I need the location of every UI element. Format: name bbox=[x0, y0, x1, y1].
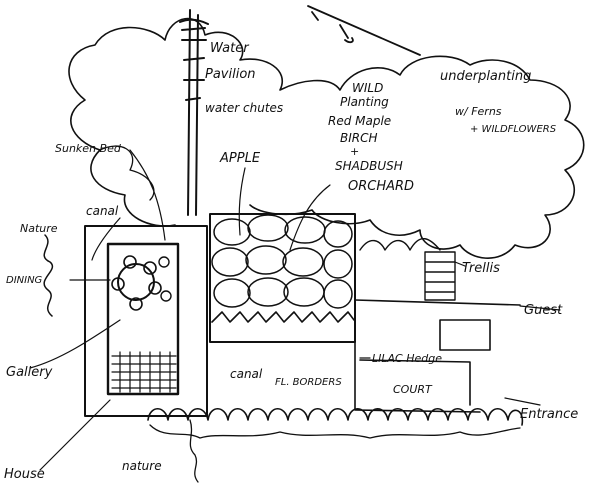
label-water-chutes: water chutes bbox=[205, 101, 283, 115]
label-guest: Guest bbox=[524, 303, 563, 318]
label-orchard: ORCHARD bbox=[348, 179, 414, 194]
dining-table bbox=[111, 255, 172, 311]
label-shadbush: SHADBUSH bbox=[335, 159, 403, 173]
label-court: COURT bbox=[393, 383, 433, 396]
label-fl-borders: FL. BORDERS bbox=[275, 377, 342, 388]
label-sunken-bed: Sunken Bed bbox=[55, 142, 122, 155]
house-outline bbox=[84, 225, 208, 417]
label-trellis: Trellis bbox=[462, 261, 500, 276]
label-house: House bbox=[4, 467, 45, 482]
label-canal-top: canal bbox=[86, 204, 119, 218]
bottom-hedge-lower bbox=[149, 424, 521, 439]
nature-squiggle-left bbox=[43, 234, 54, 317]
orchard-outline bbox=[209, 213, 356, 343]
label-birch: BIRCH bbox=[340, 131, 378, 145]
label-apple: APPLE bbox=[219, 151, 261, 166]
label-wild: WILD bbox=[352, 81, 383, 95]
label-nature-bottom: nature bbox=[122, 459, 162, 473]
label-pavilion: Pavilion bbox=[205, 67, 256, 82]
label-nature-left: Nature bbox=[20, 222, 58, 235]
label-wildflowers: + WILDFLOWERS bbox=[470, 124, 557, 135]
label-underplanting: underplanting bbox=[440, 69, 531, 84]
label-water: Water bbox=[210, 41, 250, 56]
court-outline bbox=[354, 299, 521, 413]
pavilion-tower bbox=[179, 9, 209, 216]
nature-squiggle-bottom bbox=[189, 419, 199, 483]
structure-fragment bbox=[307, 5, 421, 56]
label-planting: Planting bbox=[340, 95, 389, 109]
leader-lines bbox=[29, 149, 561, 471]
orchard-trees bbox=[211, 214, 353, 309]
hedge-zigzag bbox=[211, 311, 355, 323]
label-lilac-hedge: LILAC Hedge bbox=[372, 352, 442, 365]
label-gallery: Gallery bbox=[6, 365, 53, 380]
label-canal-bottom: canal bbox=[230, 367, 263, 381]
label-birch-plus: + bbox=[350, 145, 359, 158]
trellis bbox=[424, 251, 456, 301]
gallery-grid bbox=[111, 351, 177, 393]
trellis-hills bbox=[359, 238, 441, 251]
label-ferns: w/ Ferns bbox=[455, 105, 502, 118]
bottom-hedge bbox=[147, 407, 524, 426]
tree-canopy-outline bbox=[68, 17, 585, 259]
label-dining: DINING bbox=[6, 275, 43, 286]
label-red-maple: Red Maple bbox=[328, 114, 391, 128]
house-interior bbox=[106, 242, 180, 396]
label-entrance: Entrance bbox=[520, 407, 578, 422]
